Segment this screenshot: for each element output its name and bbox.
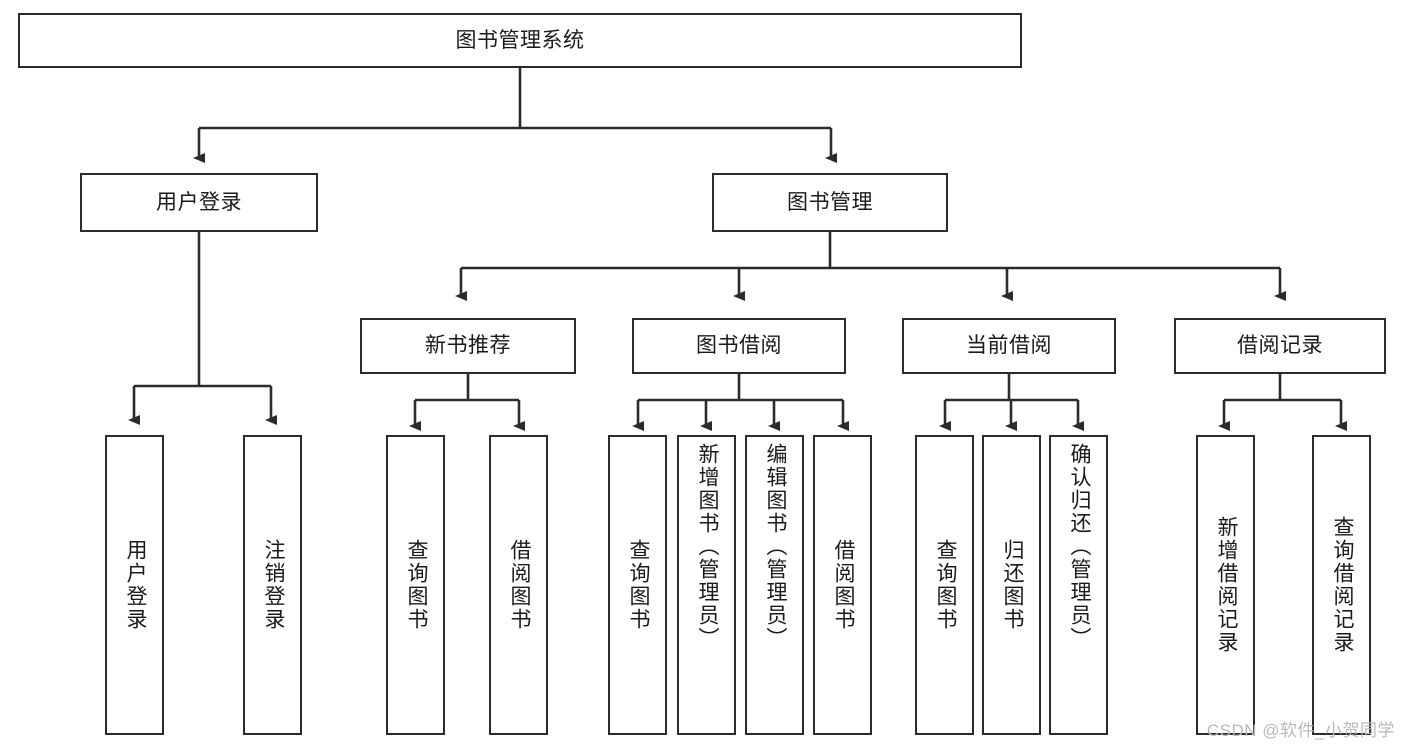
node-label: 图书管理系统 bbox=[455, 28, 585, 52]
node-label: 借阅记录 bbox=[1237, 334, 1323, 358]
node-label: 查询借阅记录 bbox=[1330, 516, 1354, 654]
leaf-borrow-book-recommend[interactable]: 借阅图书 bbox=[489, 435, 548, 735]
leaf-return-book[interactable]: 归还图书 bbox=[982, 435, 1041, 735]
leaf-query-book-recommend[interactable]: 查询图书 bbox=[386, 435, 445, 735]
node-borrow-record[interactable]: 借阅记录 bbox=[1174, 318, 1386, 374]
leaf-edit-book[interactable]: 编辑图书（管理员） bbox=[745, 435, 804, 735]
node-label: 用户登录 bbox=[123, 539, 147, 631]
node-label: 查询图书 bbox=[933, 539, 957, 631]
leaf-user-login[interactable]: 用户登录 bbox=[105, 435, 164, 735]
node-label: 当前借阅 bbox=[966, 334, 1052, 358]
node-book-borrow[interactable]: 图书借阅 bbox=[632, 318, 846, 374]
node-label: 图书借阅 bbox=[696, 334, 782, 358]
node-label: 注销登录 bbox=[261, 539, 285, 631]
leaf-add-book[interactable]: 新增图书（管理员） bbox=[677, 435, 736, 735]
node-label: 用户登录 bbox=[156, 190, 242, 214]
leaf-logout-login[interactable]: 注销登录 bbox=[243, 435, 302, 735]
leaf-query-borrow-record[interactable]: 查询借阅记录 bbox=[1312, 435, 1371, 735]
node-root-book-management-system[interactable]: 图书管理系统 bbox=[18, 13, 1022, 68]
csdn-watermark: CSDN @软件_小贺同学 bbox=[1206, 721, 1395, 740]
node-label: 借阅图书 bbox=[507, 539, 531, 631]
node-label: 查询图书 bbox=[626, 539, 650, 631]
leaf-confirm-return[interactable]: 确认归还（管理员） bbox=[1049, 435, 1108, 735]
node-label: 确认归还（管理员） bbox=[1067, 443, 1091, 650]
leaf-borrow-book-borrow[interactable]: 借阅图书 bbox=[813, 435, 872, 735]
node-user-login[interactable]: 用户登录 bbox=[80, 173, 318, 232]
node-label: 编辑图书（管理员） bbox=[763, 443, 787, 650]
leaf-query-book-borrow[interactable]: 查询图书 bbox=[608, 435, 667, 735]
node-new-book-recommend[interactable]: 新书推荐 bbox=[360, 318, 576, 374]
node-label: 归还图书 bbox=[1000, 539, 1024, 631]
node-book-management[interactable]: 图书管理 bbox=[712, 173, 948, 232]
node-label: 查询图书 bbox=[404, 539, 428, 631]
node-label: 借阅图书 bbox=[831, 539, 855, 631]
leaf-query-book-current[interactable]: 查询图书 bbox=[915, 435, 974, 735]
node-label: 新增图书（管理员） bbox=[695, 443, 719, 650]
node-label: 新书推荐 bbox=[425, 334, 511, 358]
node-label: 新增借阅记录 bbox=[1214, 516, 1238, 654]
node-label: 图书管理 bbox=[787, 190, 873, 214]
node-current-borrow[interactable]: 当前借阅 bbox=[902, 318, 1116, 374]
leaf-add-borrow-record[interactable]: 新增借阅记录 bbox=[1196, 435, 1255, 735]
